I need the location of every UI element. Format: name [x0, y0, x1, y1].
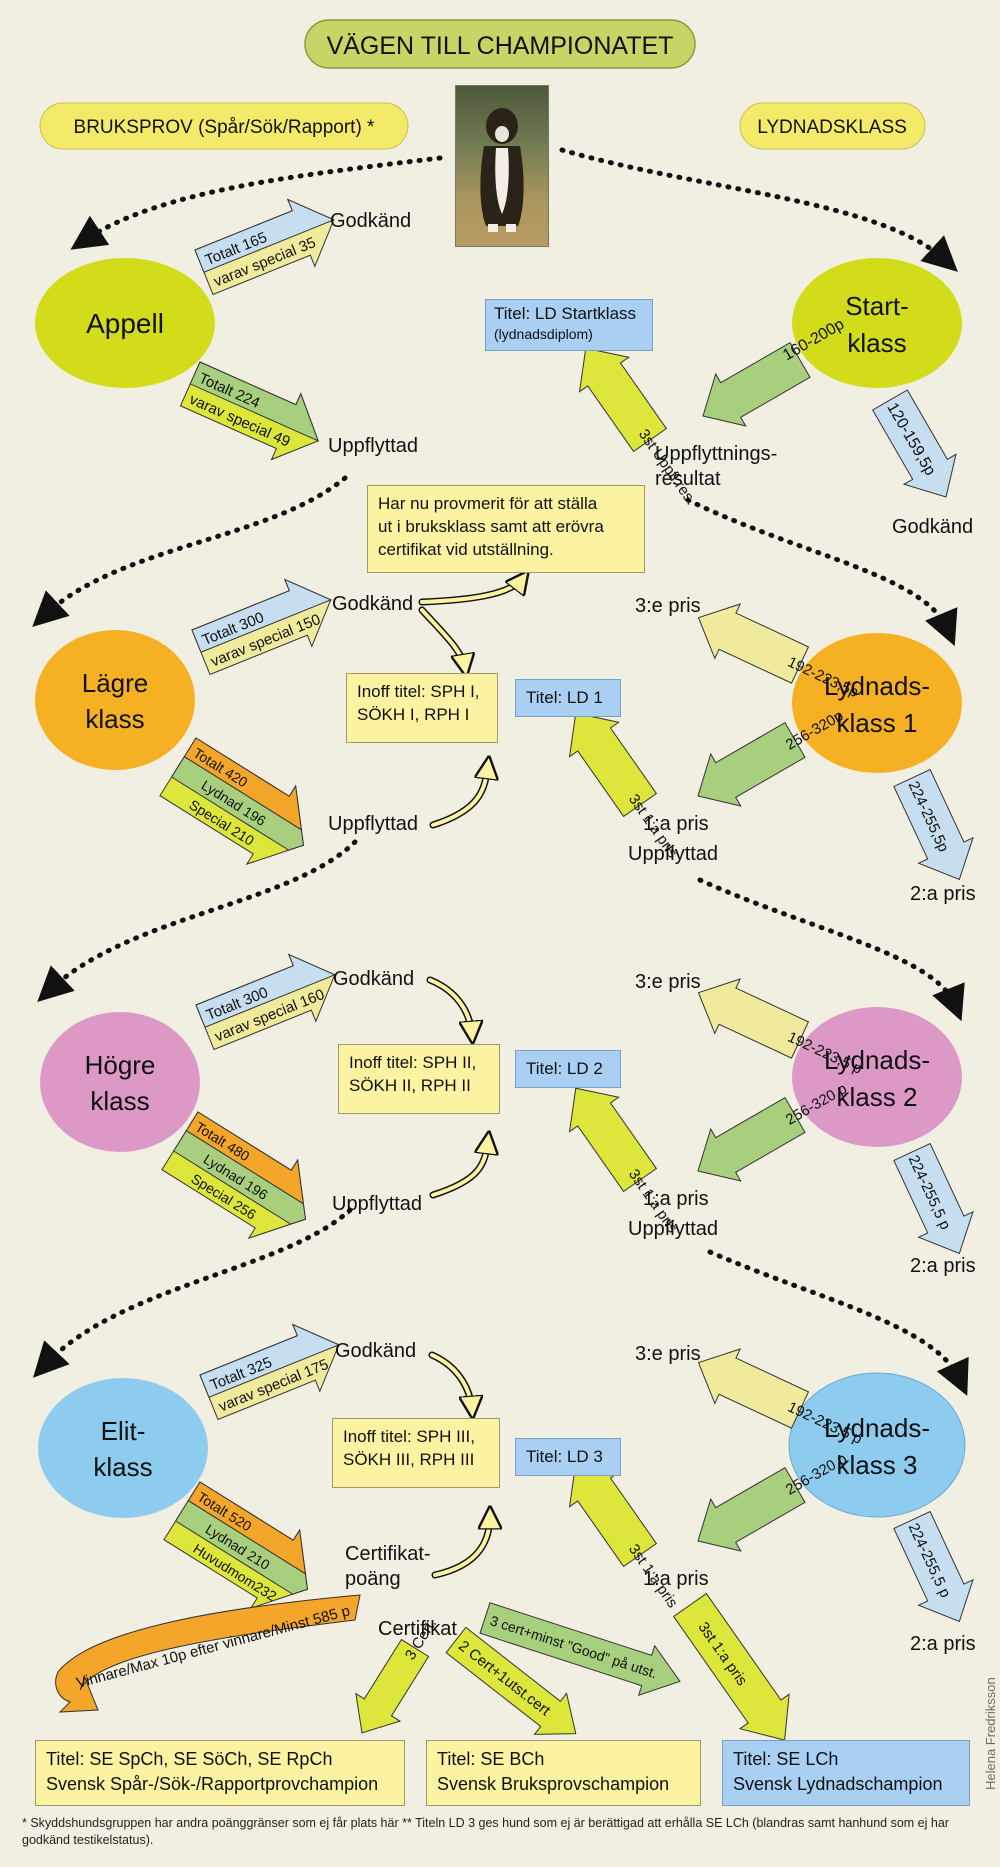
elit-label-2: klass — [93, 1452, 152, 1482]
lydnad2-label-2: klass 2 — [837, 1082, 918, 1112]
box-ld3: Titel: LD 3 — [515, 1438, 621, 1476]
hogre-label-2: klass — [90, 1086, 149, 1116]
label-godkand-appell: Godkänd — [330, 210, 411, 232]
box-provmerit: Har nu provmerit för att ställa ut i bru… — [367, 485, 645, 573]
lagre-label-1: Lägre — [82, 668, 149, 698]
label-certifikat: Certifikat — [378, 1618, 457, 1640]
label-uppflyttad-l2: Uppflyttad — [628, 1218, 718, 1240]
label-pris1-l3: 1:a pris — [643, 1568, 709, 1590]
arrow-start-godkand: 120-159,5p — [871, 389, 957, 498]
appell-ellipse — [35, 258, 215, 388]
box-ld2: Titel: LD 2 — [515, 1050, 621, 1088]
arrow-vinnare — [55, 1594, 361, 1713]
start-ellipse — [792, 258, 962, 388]
hogre-ellipse — [40, 1012, 200, 1152]
label-uppflyttad-lagre: Uppflyttad — [328, 813, 418, 835]
dotted-path-to-lydnad2 — [697, 877, 965, 1022]
footnote: * Skyddshundsgruppen har andra poänggrän… — [22, 1816, 949, 1847]
label-uppflyttnings-2: resultat — [655, 468, 721, 490]
label-uppflyttad-l1: Uppflyttad — [628, 843, 718, 865]
arrow-hogre-upp: Totalt 480 Lydnad 196 Special 256 — [161, 1111, 307, 1240]
lagre-ellipse — [35, 630, 195, 770]
label-pris1-l2: 1:a pris — [643, 1188, 709, 1210]
label-pris2-l3: 2:a pris — [910, 1633, 976, 1655]
lydnad3-label-1: Lydnads- — [824, 1413, 930, 1443]
box-sph1: Inoff titel: SPH I, SÖKH I, RPH I — [346, 673, 498, 743]
header-lydnad: LYDNADSKLASS — [757, 117, 907, 138]
box-se-bch: Titel: SE BCh Svensk Bruksprovschampion — [426, 1740, 701, 1806]
elit-ellipse — [38, 1378, 208, 1518]
dotted-path-to-start — [559, 147, 958, 272]
start-label-1: Start- — [845, 291, 909, 321]
lagre-label-2: klass — [85, 704, 144, 734]
label-godkand-lagre: Godkänd — [332, 593, 413, 615]
arrow-appell-upp: Totalt 224 varav special 49 — [179, 361, 320, 461]
lydnad3-label-2: klass 3 — [837, 1450, 918, 1480]
lydnad2-label-1: Lydnads- — [824, 1045, 930, 1075]
header-brukprov: BRUKSPROV (Spår/Sök/Rapport) * — [74, 117, 376, 138]
header-pill-lydnad — [739, 102, 926, 150]
dotted-path-to-appell — [70, 155, 443, 250]
box-se-lch: Titel: SE LCh Svensk Lydnadschampion — [722, 1740, 970, 1806]
arrow-l3-pris2: 224-255,5 p — [893, 1510, 974, 1623]
label-pris1-l1: 1:a pris — [643, 813, 709, 835]
arrow-elit-godkand: Totalt 325 varav special 175 — [199, 1323, 341, 1421]
arrow-appell-godkand: Totalt 165 varav special 35 — [194, 198, 336, 296]
lydnad3-ellipse — [788, 1372, 966, 1518]
arrow-l3-lch: 3st 1:a pris — [672, 1592, 790, 1741]
label-certifikatpoang-2: poäng — [345, 1568, 401, 1590]
box-ld1: Titel: LD 1 — [515, 679, 621, 717]
hogre-label-1: Högre — [85, 1050, 156, 1080]
label-pris2-l2: 2:a pris — [910, 1255, 976, 1277]
box-se-spch: Titel: SE SpCh, SE SöCh, SE RpCh Svensk … — [35, 1740, 405, 1806]
arrow-lagre-upp: Totalt 420 Lydnad 196 Special 210 — [159, 737, 305, 866]
header-pill-brukprov — [39, 102, 409, 150]
label-godkand-start: Godkänd — [892, 516, 973, 538]
title-pill — [304, 19, 696, 69]
label-pris3-l1: 3:e pris — [635, 595, 701, 617]
label-uppflyttnings-1: Uppflyttnings- — [655, 443, 777, 465]
label-pris2-l1: 2:a pris — [910, 883, 976, 905]
box-ld-startklass: Titel: LD Startklass (lydnadsdiplom) — [485, 299, 653, 351]
dotted-path-to-lagre — [32, 475, 348, 627]
start-label-2: klass — [847, 328, 906, 358]
dotted-path-to-elit — [33, 1207, 353, 1378]
box-sph3: Inoff titel: SPH III, SÖKH III, RPH III — [332, 1418, 500, 1488]
lydnad1-ellipse — [792, 633, 962, 773]
appell-label: Appell — [86, 308, 164, 339]
arrow-l2-pris2: 224-255,5 p — [893, 1142, 974, 1255]
elit-label-1: Elit- — [101, 1416, 146, 1446]
label-uppflyttad-appell: Uppflyttad — [328, 435, 418, 457]
label-pris3-l2: 3:e pris — [635, 971, 701, 993]
box-sph2: Inoff titel: SPH II, SÖKH II, RPH II — [338, 1044, 500, 1114]
arrow-l1-pris2: 224-255,5p — [893, 768, 974, 881]
label-godkand-hogre: Godkänd — [333, 968, 414, 990]
label-pris3-l3: 3:e pris — [635, 1343, 701, 1365]
arrow-hogre-godkand: Totalt 300 varav special 160 — [195, 953, 337, 1051]
dotted-path-to-hogre — [37, 839, 358, 1002]
label-godkand-elit: Godkänd — [335, 1340, 416, 1362]
dotted-path-to-lydnad1 — [685, 497, 958, 647]
lydnad1-label-1: Lydnads- — [824, 671, 930, 701]
dotted-path-to-lydnad3 — [707, 1249, 969, 1396]
credit: Helena Fredriksson — [983, 1677, 998, 1790]
label-certifikatpoang-1: Certifikat- — [345, 1543, 431, 1565]
title-text: VÄGEN TILL CHAMPIONATET — [327, 32, 674, 60]
label-uppflyttad-hogre: Uppflyttad — [332, 1193, 422, 1215]
lydnad2-ellipse — [792, 1007, 962, 1147]
arrow-lagre-godkand: Totalt 300 varav special 150 — [191, 578, 333, 676]
boxer-dog-photo-icon — [455, 85, 549, 247]
lydnad1-label-2: klass 1 — [837, 708, 918, 738]
